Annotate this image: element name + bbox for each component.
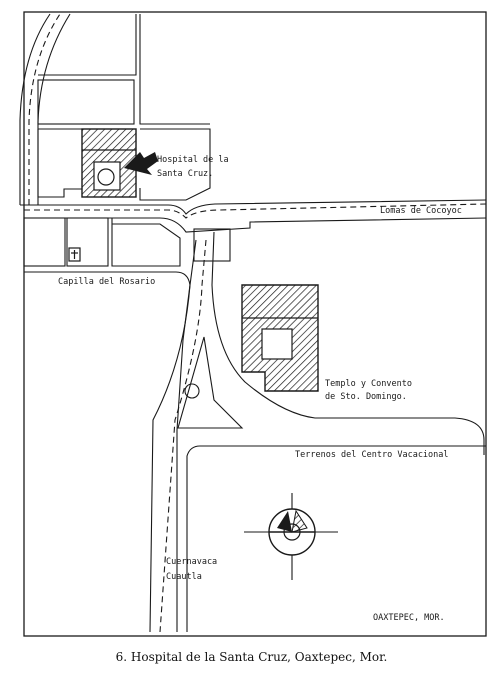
- terrenos-label: Terrenos del Centro Vacacional: [295, 450, 449, 460]
- hospital-label-line2: Santa Cruz.: [157, 169, 213, 179]
- templo-building: [241, 284, 319, 392]
- place-label: OAXTEPEC, MOR.: [373, 613, 445, 623]
- capilla-label: Capilla del Rosario: [58, 277, 155, 287]
- cuautla-label: Cuautla: [166, 572, 202, 582]
- map-frame: [23, 11, 487, 637]
- cross-icon: [68, 247, 81, 262]
- pointer-arrow-icon: [124, 152, 158, 175]
- templo-label-line1: Templo y Convento: [325, 379, 412, 389]
- lomas-label: Lomas de Cocoyoc: [380, 206, 462, 216]
- hospital-building: [81, 128, 137, 198]
- road-network: [19, 13, 487, 633]
- cuernavaca-label: Cuernavaca: [166, 557, 217, 567]
- north-arrow-compass-icon: [244, 493, 338, 580]
- hospital-label-line1: Hospital de la: [157, 155, 229, 165]
- figure-caption: 6. Hospital de la Santa Cruz, Oaxtepec, …: [115, 650, 388, 664]
- templo-label-line2: de Sto. Domingo.: [325, 392, 407, 402]
